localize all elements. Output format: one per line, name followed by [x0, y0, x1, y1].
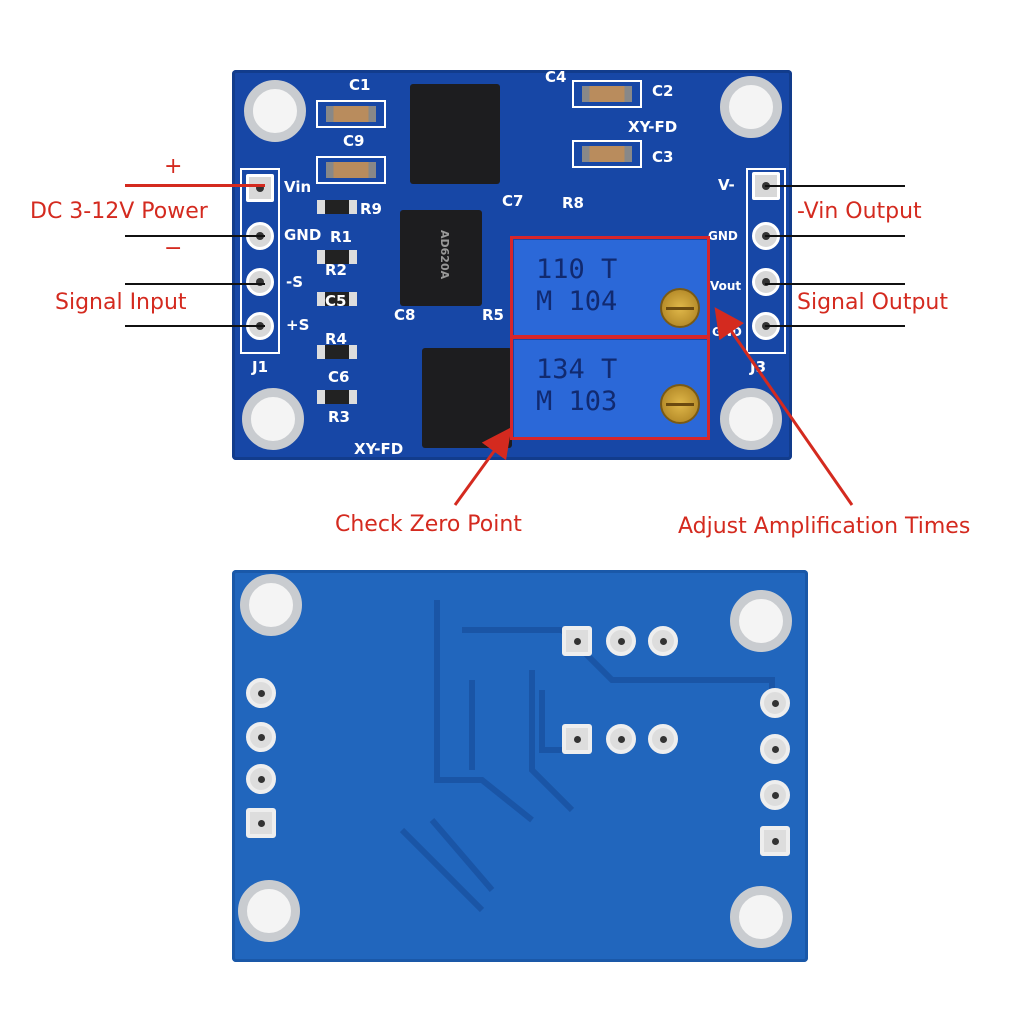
label-gnd-right-2: GND — [712, 325, 742, 339]
label-vin: Vin — [284, 178, 312, 196]
pin-minus-s — [246, 268, 274, 296]
label-c6: C6 — [328, 368, 350, 386]
signal-output-label: Signal Output — [797, 290, 948, 315]
chip-marking: AD620A — [438, 230, 451, 280]
ic-chip-bottom — [422, 348, 512, 448]
label-c3: C3 — [652, 148, 674, 166]
label-r3: R3 — [328, 408, 350, 426]
capacitor-c3 — [572, 140, 642, 168]
solder-pad — [760, 688, 790, 718]
potentiometer-zero[interactable]: 134 T M 103 — [514, 340, 708, 438]
label-c7: C7 — [502, 192, 524, 210]
mounting-hole — [730, 886, 792, 948]
pot-marking: M 104 — [536, 286, 618, 317]
check-zero-label: Check Zero Point — [335, 512, 522, 537]
solder-pad — [562, 724, 592, 754]
wire — [765, 283, 905, 285]
solder-pad — [606, 626, 636, 656]
capacitor-c2 — [572, 80, 642, 108]
adjust-amp-label: Adjust Amplification Times — [678, 514, 971, 539]
solder-pad — [648, 724, 678, 754]
label-gnd: GND — [284, 226, 322, 244]
power-label: DC 3-12V Power — [30, 199, 208, 224]
vin-output-label: -Vin Output — [797, 199, 922, 224]
solder-pad — [760, 780, 790, 810]
solder-pad — [246, 722, 276, 752]
pot-marking: 110 T — [536, 254, 618, 285]
label-r9: R9 — [360, 200, 382, 218]
solder-pad — [246, 764, 276, 794]
mounting-hole — [730, 590, 792, 652]
label-r5: R5 — [482, 306, 504, 324]
mounting-hole — [238, 880, 300, 942]
label-c8: C8 — [394, 306, 416, 324]
label-c5: C5 — [325, 292, 347, 310]
label-gnd-right: GND — [708, 229, 738, 243]
ic-chip-ad620: AD620A — [400, 210, 482, 306]
label-c1: C1 — [349, 76, 371, 94]
mounting-hole — [720, 76, 782, 138]
label-c4: C4 — [545, 68, 567, 86]
minus-label: − — [164, 236, 183, 261]
potentiometer-gain[interactable]: 110 T M 104 — [514, 240, 708, 338]
pin-vout — [752, 268, 780, 296]
wire — [125, 283, 265, 285]
capacitor-c1 — [316, 100, 386, 128]
label-plus-s: +S — [286, 316, 310, 334]
pot-marking: M 103 — [536, 386, 618, 417]
mounting-hole — [244, 80, 306, 142]
resistor — [317, 345, 357, 359]
wire — [765, 235, 905, 237]
label-j3: J3 — [750, 358, 767, 376]
mounting-hole — [720, 388, 782, 450]
label-minus-s: -S — [286, 273, 304, 291]
label-vout: Vout — [710, 279, 742, 293]
label-model: XY-FD — [628, 118, 678, 136]
solder-pad — [760, 734, 790, 764]
wire — [125, 325, 265, 327]
highlight-box-zero — [510, 336, 710, 440]
label-v-minus: V- — [718, 176, 735, 194]
wire — [125, 235, 265, 237]
solder-pad — [246, 808, 276, 838]
label-model-bottom: XY-FD — [354, 440, 404, 458]
pin-vin — [246, 174, 274, 202]
signal-input-label: Signal Input — [55, 290, 187, 315]
pcb-back — [232, 570, 808, 962]
ic-chip-top — [410, 84, 500, 184]
solder-pad — [562, 626, 592, 656]
resistor — [317, 390, 357, 404]
trim-screw-icon[interactable] — [660, 384, 700, 424]
wire — [765, 185, 905, 187]
solder-pad — [246, 678, 276, 708]
mounting-hole — [242, 388, 304, 450]
solder-pad — [606, 724, 636, 754]
header-j1 — [240, 168, 280, 354]
solder-pad — [648, 626, 678, 656]
label-r1: R1 — [330, 228, 352, 246]
plus-label: + — [164, 154, 183, 179]
highlight-box-gain — [510, 236, 710, 338]
label-c2: C2 — [652, 82, 674, 100]
label-r2: R2 — [325, 261, 347, 279]
solder-pad — [760, 826, 790, 856]
mounting-hole — [240, 574, 302, 636]
label-r4: R4 — [325, 330, 347, 348]
capacitor-c9 — [316, 156, 386, 184]
label-c9: C9 — [343, 132, 365, 150]
trim-screw-icon[interactable] — [660, 288, 700, 328]
power-wire — [125, 184, 265, 187]
resistor — [317, 250, 357, 264]
label-r8: R8 — [562, 194, 584, 212]
resistor — [317, 200, 357, 214]
resistor — [317, 292, 357, 306]
label-j1: J1 — [252, 358, 269, 376]
wire — [765, 325, 905, 327]
pot-marking: 134 T — [536, 354, 618, 385]
pcb-traces — [399, 600, 775, 913]
